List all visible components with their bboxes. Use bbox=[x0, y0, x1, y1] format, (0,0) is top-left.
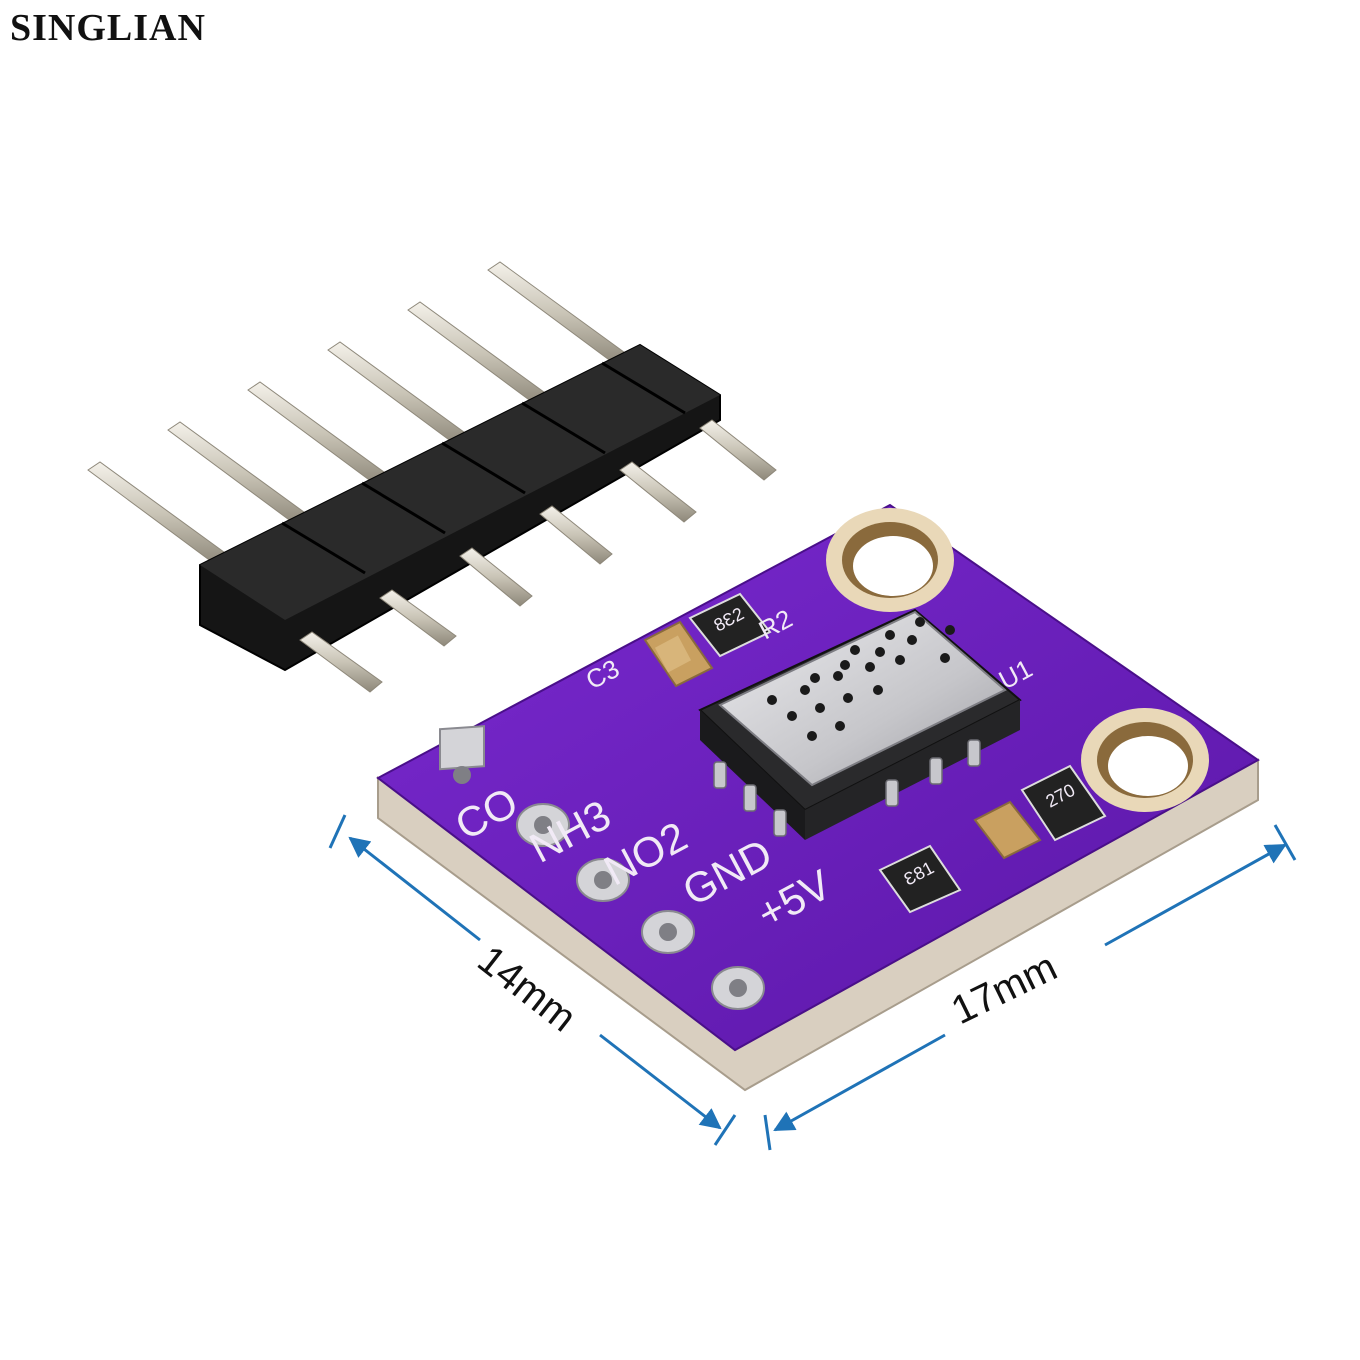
header-bottom-pins bbox=[299, 419, 777, 693]
resistor-r2: 8Ɛ2 bbox=[688, 592, 772, 658]
sensor-shield bbox=[718, 610, 1007, 787]
capacitor-right bbox=[973, 800, 1042, 860]
brand-watermark: SINGLIAN bbox=[10, 7, 206, 49]
resistor-r3: 270 bbox=[1020, 764, 1107, 842]
pin-pads bbox=[439, 725, 765, 1010]
sensor-board: CO NH3 NO2 GND +5V bbox=[376, 503, 1260, 1092]
mounting-hole-right bbox=[1081, 708, 1209, 812]
pin-header bbox=[87, 261, 777, 693]
capacitor-c3 bbox=[643, 620, 714, 688]
resistor-r1: Ɛ81 bbox=[878, 844, 962, 914]
gas-sensor-chip bbox=[698, 608, 1022, 840]
sensor-vent-holes bbox=[767, 617, 955, 741]
mounting-hole-top bbox=[826, 508, 954, 612]
